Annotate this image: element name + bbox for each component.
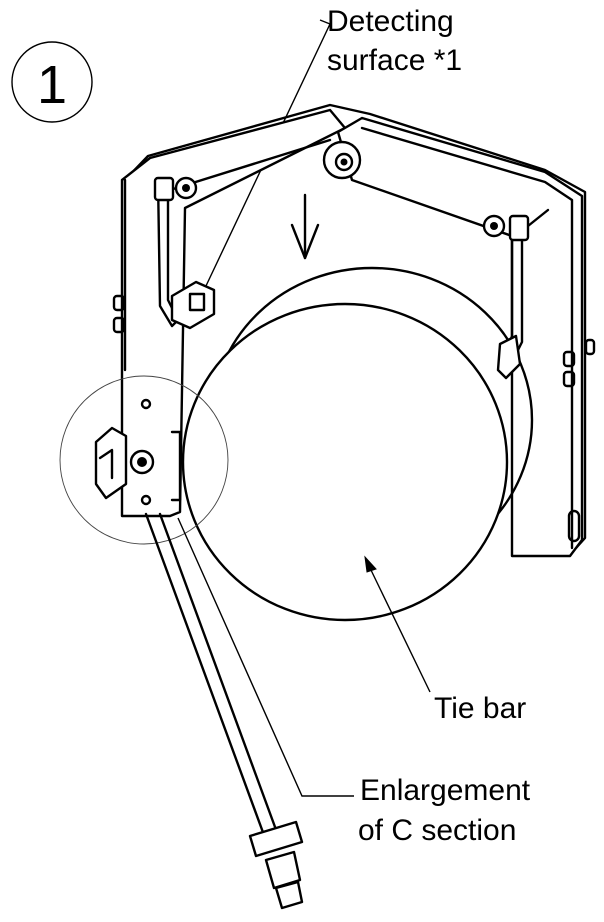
right-sensor-clip [482,214,530,380]
step-number: 1 [37,55,67,115]
detecting-surface-label: Detecting surface *1 [204,5,462,289]
down-arrow [290,193,320,260]
detecting-surface-leader [204,19,331,289]
step-badge: 1 [11,41,93,123]
sensor-cable [144,512,304,910]
c-section-circle [59,375,229,545]
tie-bar-label: Tie bar [434,692,526,725]
enlargement-line1: Enlargement [360,774,531,807]
enlargement-leader [177,517,354,797]
tie-bar [181,266,534,693]
c-section-detail [59,375,229,545]
enlargement-line2: of C section [358,814,516,847]
left-sensor-clip [153,176,216,330]
detecting-surface-line1: Detecting [327,5,454,38]
detecting-surface-line2: surface *1 [327,44,462,77]
enlargement-label: Enlargement of C section [177,517,531,847]
